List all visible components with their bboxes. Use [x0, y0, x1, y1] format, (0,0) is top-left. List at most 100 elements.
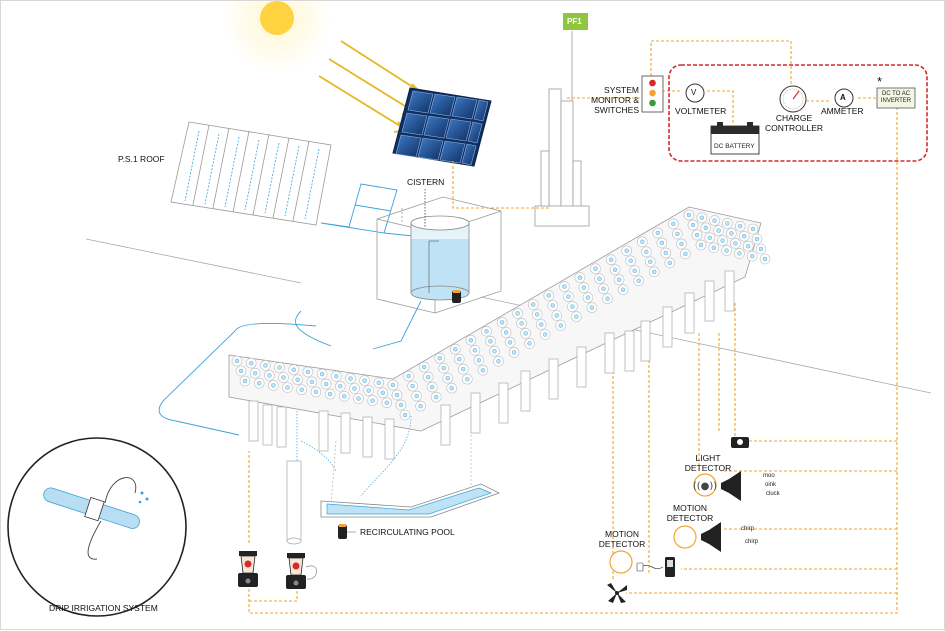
system-monitor-switches-icon: [641, 75, 664, 113]
support-column: [520, 370, 531, 412]
water-pipes: [158, 300, 422, 436]
flower-tube-center: [476, 358, 482, 363]
flower-tube-center: [291, 367, 296, 372]
flower-tube-center: [507, 340, 513, 345]
flower-tube-center: [441, 366, 446, 371]
pool-pump-icon: [338, 524, 356, 539]
flower-tube-center: [523, 331, 528, 336]
flower-tube-center: [620, 287, 626, 292]
flower-tube-center: [242, 378, 248, 384]
flower-tube-center: [698, 242, 704, 248]
flower-tube-center: [543, 332, 548, 337]
flower-tube-center: [299, 387, 304, 392]
flower-tube-center: [492, 349, 497, 354]
support-column: [624, 330, 635, 372]
flower-tube-center: [601, 286, 606, 291]
flower-tube-center: [352, 386, 357, 391]
flower-tube-center: [686, 212, 692, 218]
drip-irrigation-label: DRIP IRRIGATION SYSTEM: [49, 603, 158, 613]
flower-tube-center: [703, 225, 708, 231]
dc-battery-label: DC BATTERY: [714, 143, 755, 150]
drain-column: [286, 460, 302, 545]
flower-tube-center: [539, 322, 544, 327]
system-monitor-label-line2: MONITOR &: [590, 95, 639, 105]
motion-detector-left-line2: DETECTOR: [598, 539, 646, 549]
support-column: [262, 404, 273, 446]
support-column: [576, 346, 587, 388]
voltmeter-symbol: V: [691, 88, 697, 97]
flower-tube-center: [589, 305, 595, 310]
flower-tube-center: [659, 240, 664, 246]
flower-tube-center: [390, 382, 396, 388]
flower-tube-center: [362, 378, 367, 383]
flower-tube-center: [535, 312, 540, 317]
flower-tube-center: [558, 323, 563, 328]
flower-tube-center: [248, 361, 254, 366]
flower-tube-center: [663, 250, 668, 256]
support-column: [604, 332, 615, 374]
flower-tube-center: [453, 347, 458, 352]
flower-tube-center: [437, 356, 442, 361]
flower-tube-center: [234, 358, 240, 364]
pf1-tower: [534, 31, 590, 227]
sun-rays: [318, 40, 422, 133]
support-column: [704, 280, 715, 322]
support-columns: [248, 270, 735, 460]
support-column: [340, 412, 351, 454]
flower-tube-center: [750, 253, 755, 259]
flower-tube-center: [484, 329, 489, 334]
ps1-roof: [170, 121, 332, 226]
flower-tube-center: [313, 389, 319, 395]
ammeter-label: AMMETER: [821, 106, 864, 116]
flower-tube-center: [426, 374, 431, 380]
motion-detector-icon-right: [673, 525, 697, 549]
motion-detector-icon-left: [609, 550, 633, 574]
flower-tube-center: [762, 256, 768, 262]
charge-controller-label-line1: CHARGE: [775, 113, 813, 123]
flower-tube-center: [699, 215, 704, 221]
flower-tube-center: [499, 320, 505, 325]
flower-tube-center: [468, 338, 474, 343]
flower-tube-center: [394, 392, 400, 398]
flower-tube-center: [694, 232, 700, 238]
flower-tube-center: [384, 400, 389, 405]
motion-detector-label-left: MOTION DETECTOR: [597, 529, 647, 549]
support-column: [724, 270, 735, 312]
support-column: [684, 292, 695, 334]
light-detector-label-line2: DETECTOR: [684, 463, 732, 473]
flower-tube-center: [574, 314, 579, 319]
flower-tube-center: [410, 383, 415, 389]
system-monitor-label-line1: SYSTEM: [604, 85, 639, 95]
flower-tube-center: [430, 384, 435, 390]
flower-tube-center: [758, 246, 764, 252]
flower-tube-center: [546, 293, 551, 298]
flower-tube-center: [496, 359, 501, 364]
motion-speaker-icon: [701, 522, 721, 552]
flower-tube-center: [519, 321, 524, 326]
flower-tube-center: [608, 257, 614, 262]
flower-tube-center: [422, 364, 427, 370]
flower-tube-center: [465, 377, 470, 382]
flower-tube-center: [585, 295, 591, 300]
voltmeter-label: VOLTMETER: [675, 106, 727, 116]
flower-tube-center: [716, 228, 721, 233]
flower-tube-center: [305, 369, 311, 375]
flower-tube-center: [445, 376, 450, 381]
inverter-label-line2: INVERTER: [880, 98, 912, 104]
charge-controller-label: CHARGE CONTROLLER: [763, 113, 825, 133]
flower-tube-center: [398, 402, 404, 408]
flower-tube-center: [348, 376, 353, 381]
light-sound-cluck: cluck: [766, 491, 780, 497]
support-column: [318, 410, 329, 452]
voltmeter-icon: [685, 83, 705, 103]
charge-controller-label-line2: CONTROLLER: [764, 123, 824, 133]
flower-tube-center: [402, 412, 408, 418]
ammeter-symbol: A: [840, 93, 846, 102]
flower-tube-center: [457, 357, 462, 362]
flower-tube-center: [581, 285, 587, 290]
motion-detector-label-right: MOTION DETECTOR: [665, 503, 715, 523]
svg-text:((●)): ((●)): [693, 481, 717, 492]
flower-tube-center: [738, 223, 743, 229]
flower-tube-center: [418, 403, 423, 409]
flower-tube-center: [671, 221, 676, 227]
